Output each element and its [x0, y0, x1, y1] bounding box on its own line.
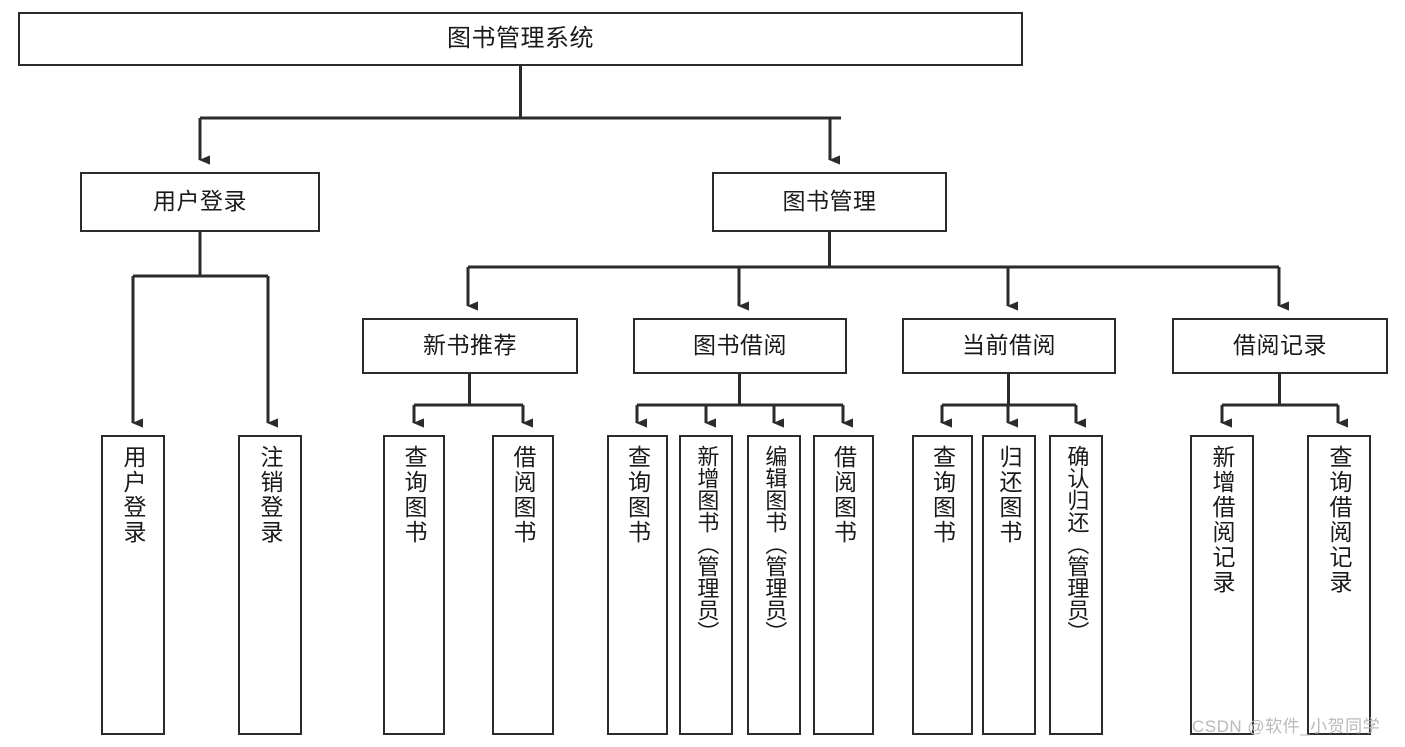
- leaf-add-book-admin[interactable]: 新增图书（管理员）: [679, 435, 733, 735]
- leaf-label: 用户登录: [120, 445, 147, 545]
- node-user-login[interactable]: 用户登录: [80, 172, 320, 232]
- leaf-add-borrow-record[interactable]: 新增借阅记录: [1190, 435, 1254, 735]
- node-root-system[interactable]: 图书管理系统: [18, 12, 1023, 66]
- leaf-label: 注销登录: [257, 445, 284, 545]
- node-current-borrow[interactable]: 当前借阅: [902, 318, 1116, 374]
- leaf-query-book-borrow[interactable]: 查询图书: [607, 435, 668, 735]
- leaf-borrow-book[interactable]: 借阅图书: [813, 435, 874, 735]
- leaf-label: 借阅图书: [510, 445, 537, 545]
- node-label: 当前借阅: [962, 332, 1056, 359]
- leaf-label: 归还图书: [996, 445, 1023, 545]
- node-book-management[interactable]: 图书管理: [712, 172, 947, 232]
- leaf-label: 新增借阅记录: [1209, 445, 1236, 595]
- leaf-label: 借阅图书: [830, 445, 857, 545]
- node-label: 借阅记录: [1233, 332, 1327, 359]
- node-new-book-recommend[interactable]: 新书推荐: [362, 318, 578, 374]
- csdn-watermark: CSDN @软件_小贺同学: [1192, 717, 1381, 736]
- node-label: 图书借阅: [693, 332, 787, 359]
- leaf-label: 查询借阅记录: [1326, 445, 1353, 595]
- node-borrow-records[interactable]: 借阅记录: [1172, 318, 1388, 374]
- node-book-borrow[interactable]: 图书借阅: [633, 318, 847, 374]
- leaf-label: 确认归还（管理员）: [1064, 445, 1090, 643]
- leaf-borrow-book-recommend[interactable]: 借阅图书: [492, 435, 554, 735]
- leaf-edit-book-admin[interactable]: 编辑图书（管理员）: [747, 435, 801, 735]
- leaf-label: 编辑图书（管理员）: [762, 445, 788, 643]
- leaf-query-book-current[interactable]: 查询图书: [912, 435, 973, 735]
- leaf-user-logout[interactable]: 注销登录: [238, 435, 302, 735]
- leaf-label: 新增图书（管理员）: [694, 445, 720, 643]
- leaf-query-borrow-record[interactable]: 查询借阅记录: [1307, 435, 1371, 735]
- leaf-label: 查询图书: [401, 445, 428, 545]
- leaf-label: 查询图书: [624, 445, 651, 545]
- leaf-return-book[interactable]: 归还图书: [982, 435, 1036, 735]
- leaf-label: 查询图书: [929, 445, 956, 545]
- node-label: 图书管理: [782, 188, 877, 215]
- leaf-query-book-recommend[interactable]: 查询图书: [383, 435, 445, 735]
- leaf-user-login[interactable]: 用户登录: [101, 435, 165, 735]
- node-label: 图书管理系统: [447, 24, 594, 52]
- node-label: 新书推荐: [423, 332, 517, 359]
- node-label: 用户登录: [153, 188, 247, 215]
- leaf-confirm-return-admin[interactable]: 确认归还（管理员）: [1049, 435, 1103, 735]
